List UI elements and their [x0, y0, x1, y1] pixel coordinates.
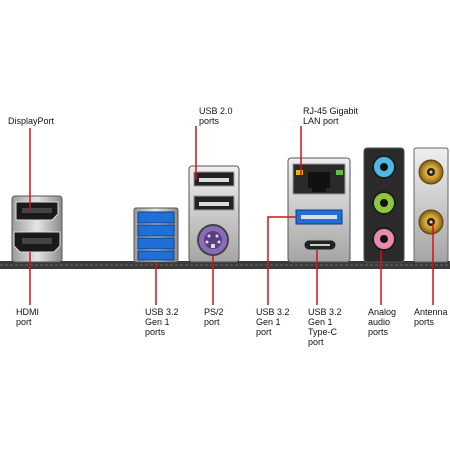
audio-jack-line-out: [372, 191, 396, 215]
label-usb20-ports: USB 2.0 ports: [199, 106, 233, 126]
usb32-gen1-quad: [133, 207, 179, 263]
label-displayport: DisplayPort: [8, 116, 55, 126]
usb20-ps2-stack: [188, 165, 240, 263]
audio-jack-stack: [363, 147, 405, 263]
label-antenna-ports: Antenna ports: [414, 307, 448, 327]
antenna-connector-1: [418, 159, 444, 185]
usb32-gen1-single-connector: [295, 209, 343, 225]
antenna-bracket: [413, 147, 449, 263]
usb-type-c-connector: [303, 239, 337, 251]
label-analog-audio-ports: Analog audio ports: [368, 307, 397, 337]
label-usb32-gen1-port: USB 3.2 Gen 1 port: [256, 307, 290, 337]
lan-usb-stack: [287, 157, 351, 263]
leader-lines: [29, 126, 434, 305]
leader-usb32-single: [267, 216, 296, 305]
displayport-hdmi-stack: [11, 195, 63, 263]
label-rj45-lan-port: RJ-45 Gigabit LAN port: [303, 106, 359, 126]
label-usb32-gen1-ports: USB 3.2 Gen 1 ports: [145, 307, 179, 337]
ps2-connector: [197, 224, 229, 256]
label-ps2-port: PS/2 port: [204, 307, 224, 327]
hdmi-connector: [13, 231, 61, 253]
board-strip: [0, 261, 450, 269]
audio-jack-mic: [372, 227, 396, 251]
usb20-port-2: [193, 195, 235, 211]
audio-jack-line-in: [372, 155, 396, 179]
usb20-port-1: [193, 171, 235, 187]
displayport-connector: [15, 201, 59, 221]
label-usb32-gen1-type-c-port: USB 3.2 Gen 1 Type-C port: [308, 307, 342, 347]
antenna-connector-2: [418, 209, 444, 235]
label-hdmi-port: HDMI port: [16, 307, 39, 327]
